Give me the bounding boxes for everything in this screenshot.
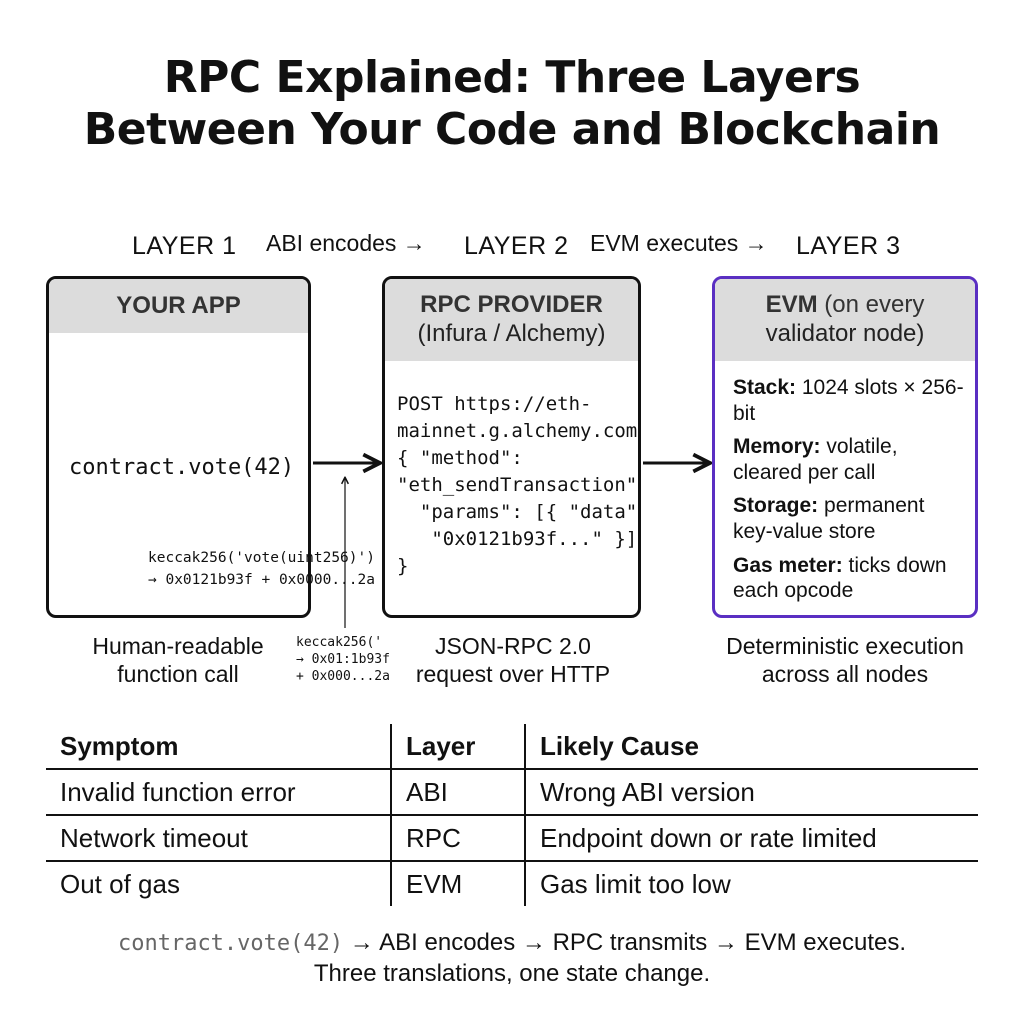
- evm-item-gas-meter: Gas meter: ticks down each opcode: [733, 553, 947, 603]
- table-row: Network timeout RPC Endpoint down or rat…: [46, 815, 978, 862]
- evm-components-list: Stack: 1024 slots × 256-bit Memory: vola…: [733, 375, 965, 612]
- header-layer: Layer: [390, 724, 526, 770]
- layer-3-label: LAYER 3: [796, 232, 901, 260]
- app-caption: Human-readable function call: [92, 633, 264, 688]
- evm-header: EVM (on every validator node): [715, 279, 975, 361]
- header-likely-cause: Likely Cause: [525, 724, 978, 770]
- keccak-encoding-note-below: keccak256(' → 0x01:1b93f + 0x000...2a: [296, 635, 390, 685]
- title-line-1: RPC Explained: Three Layers: [163, 52, 861, 103]
- layer-1-label: LAYER 1: [132, 232, 237, 260]
- layer-2-label: LAYER 2: [464, 232, 569, 260]
- cell-cause: Gas limit too low: [540, 868, 731, 899]
- table-header-row: Symptom Layer Likely Cause: [46, 724, 978, 770]
- your-app-box: YOUR APP contract.vote(42): [46, 276, 311, 618]
- diagram-title: RPC Explained: Three Layers Between Your…: [0, 52, 1024, 156]
- evm-item-stack: Stack: 1024 slots × 256-bit: [733, 376, 964, 425]
- cell-symptom: Network timeout: [46, 815, 391, 862]
- evm-box: EVM (on every validator node) Stack: 102…: [712, 276, 978, 618]
- evm-header-rest: (on every: [817, 291, 925, 319]
- cell-layer: ABI: [390, 769, 526, 816]
- troubleshooting-table: Symptom Layer Likely Cause Invalid funct…: [46, 724, 978, 906]
- footer-code: contract.vote(42): [117, 931, 344, 956]
- cell-symptom: Out of gas: [60, 868, 180, 899]
- evm-item-storage: Storage: permanent key-value store: [733, 494, 925, 544]
- table-row: Out of gas EVM Gas limit too low: [46, 861, 978, 906]
- your-app-header: YOUR APP: [49, 279, 308, 333]
- rpc-provider-subtitle: (Infura / Alchemy): [417, 320, 606, 347]
- cell-layer: RPC: [390, 815, 526, 862]
- rpc-caption: JSON-RPC 2.0 request over HTTP: [415, 633, 611, 688]
- evm-item-memory: Memory: volatile, cleared per call: [733, 435, 898, 484]
- footer-flow-text: → ABI encodes → RPC transmits → EVM exec…: [343, 929, 907, 956]
- rpc-provider-title: RPC PROVIDER: [420, 291, 603, 319]
- keccak-encoding-note: keccak256('vote(uint256)') → 0x0121b93f …: [148, 550, 375, 588]
- rpc-provider-header: RPC PROVIDER (Infura / Alchemy): [385, 279, 638, 361]
- table-row: Invalid function error ABI Wrong ABI ver…: [46, 769, 978, 816]
- title-line-2: Between Your Code and Blockchain: [83, 103, 941, 155]
- cell-cause: Endpoint down or rate limited: [525, 815, 978, 862]
- rpc-provider-box: RPC PROVIDER (Infura / Alchemy) POST htt…: [382, 276, 641, 618]
- evm-header-bold: EVM: [765, 291, 818, 319]
- evm-caption: Deterministic execution across all nodes: [726, 633, 964, 688]
- summary-footer: contract.vote(42) → ABI encodes → RPC tr…: [0, 928, 1024, 989]
- evm-header-line2: validator node): [765, 320, 925, 347]
- contract-call-code: contract.vote(42): [69, 455, 295, 480]
- cell-layer: EVM: [390, 861, 526, 906]
- abi-encodes-label: ABI encodes →: [266, 230, 426, 256]
- evm-executes-label: EVM executes →: [590, 230, 768, 256]
- cell-cause: Wrong ABI version: [525, 769, 978, 816]
- header-symptom: Symptom: [46, 724, 391, 770]
- cell-symptom: Invalid function error: [46, 769, 391, 816]
- footer-line-2: Three translations, one state change.: [313, 959, 711, 987]
- json-rpc-request-code: POST https://eth- mainnet.g.alchemy.com …: [397, 393, 641, 577]
